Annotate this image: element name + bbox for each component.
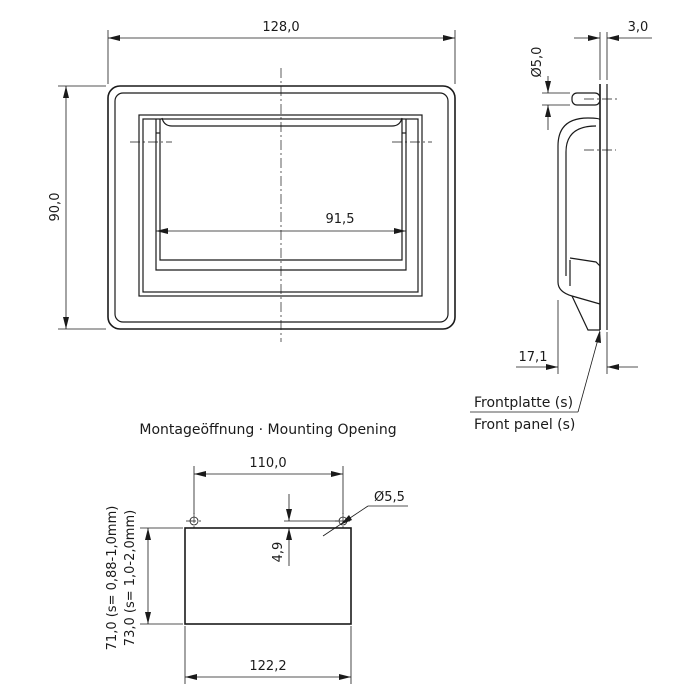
callout-en: Front panel (s) bbox=[474, 417, 575, 433]
callout-leader bbox=[577, 331, 601, 413]
dim-height-arrow-bottom bbox=[63, 317, 69, 329]
side-mounting-stud bbox=[571, 92, 601, 106]
dim-inner-width-label: 91,5 bbox=[326, 212, 355, 227]
dim-thickness-label: 3,0 bbox=[628, 20, 649, 35]
dim-inner-width-arrow-left bbox=[156, 228, 168, 234]
dim-thickness-arrow-left bbox=[588, 35, 600, 41]
mounting-opening: Montageöffnung · Mounting Opening 110,0 … bbox=[105, 422, 408, 684]
dim-cutout-height-arrow-bottom bbox=[145, 612, 151, 624]
dim-offset-arrow-top bbox=[286, 509, 292, 521]
mounting-title: Montageöffnung · Mounting Opening bbox=[139, 422, 396, 438]
dim-height-label: 90,0 bbox=[48, 193, 63, 222]
dim-width-arrow-left bbox=[108, 35, 120, 41]
side-body-inner bbox=[565, 125, 597, 276]
dim-width-arrow-right bbox=[443, 35, 455, 41]
dim-height-arrow-top bbox=[63, 86, 69, 98]
side-lower-flange bbox=[571, 295, 600, 331]
callout-arrow bbox=[595, 330, 601, 343]
dim-spacing-label: 110,0 bbox=[249, 456, 286, 471]
dim-depth-label: 17,1 bbox=[519, 350, 548, 365]
dim-cutout-height-arrow-top bbox=[145, 528, 151, 540]
front-outer-frame bbox=[107, 85, 456, 330]
handle-grip-edge bbox=[161, 117, 403, 127]
side-body-outline bbox=[557, 117, 601, 305]
front-recess bbox=[138, 114, 423, 297]
dim-width-label: 128,0 bbox=[262, 20, 299, 35]
dim-spacing-arrow-right bbox=[331, 471, 343, 477]
dim-cutout-height-b: 73,0 (s= 1,0-2,0mm) bbox=[123, 510, 138, 646]
dim-cutout-height-a: 71,0 (s= 0,88-1,0mm) bbox=[105, 506, 120, 651]
dim-inner-width-arrow-right bbox=[394, 228, 406, 234]
handle-inner-outline bbox=[159, 119, 403, 261]
dim-hole-arrow bbox=[340, 515, 352, 525]
dim-hole-label: Ø5,5 bbox=[374, 490, 405, 505]
dim-thickness-arrow-right bbox=[607, 35, 619, 41]
dim-depth-arrow-right bbox=[607, 364, 619, 370]
mounting-cutout bbox=[184, 527, 352, 625]
dim-stud-arrow-bottom bbox=[545, 105, 551, 117]
front-inner-frame bbox=[114, 92, 449, 323]
front-recess-inner bbox=[142, 118, 419, 293]
dim-offset-arrow-bottom bbox=[286, 528, 292, 540]
callout-de: Frontplatte (s) bbox=[474, 395, 573, 411]
dim-cutout-width-arrow-left bbox=[185, 674, 197, 680]
front-view: 128,0 90,0 91,5 bbox=[48, 20, 456, 342]
dim-stud-label: Ø5,0 bbox=[530, 47, 545, 78]
dim-stud-arrow-top bbox=[545, 81, 551, 93]
dim-offset-label: 4,9 bbox=[271, 542, 286, 563]
dim-cutout-width-label: 122,2 bbox=[249, 659, 286, 674]
side-view: 3,0 Ø5,0 17,1 Frontplatte (s) Front pane… bbox=[470, 20, 652, 433]
dim-cutout-width-arrow-right bbox=[339, 674, 351, 680]
dim-depth-arrow-left bbox=[546, 364, 558, 370]
dim-spacing-arrow-left bbox=[194, 471, 206, 477]
side-handle-lip bbox=[569, 257, 601, 267]
